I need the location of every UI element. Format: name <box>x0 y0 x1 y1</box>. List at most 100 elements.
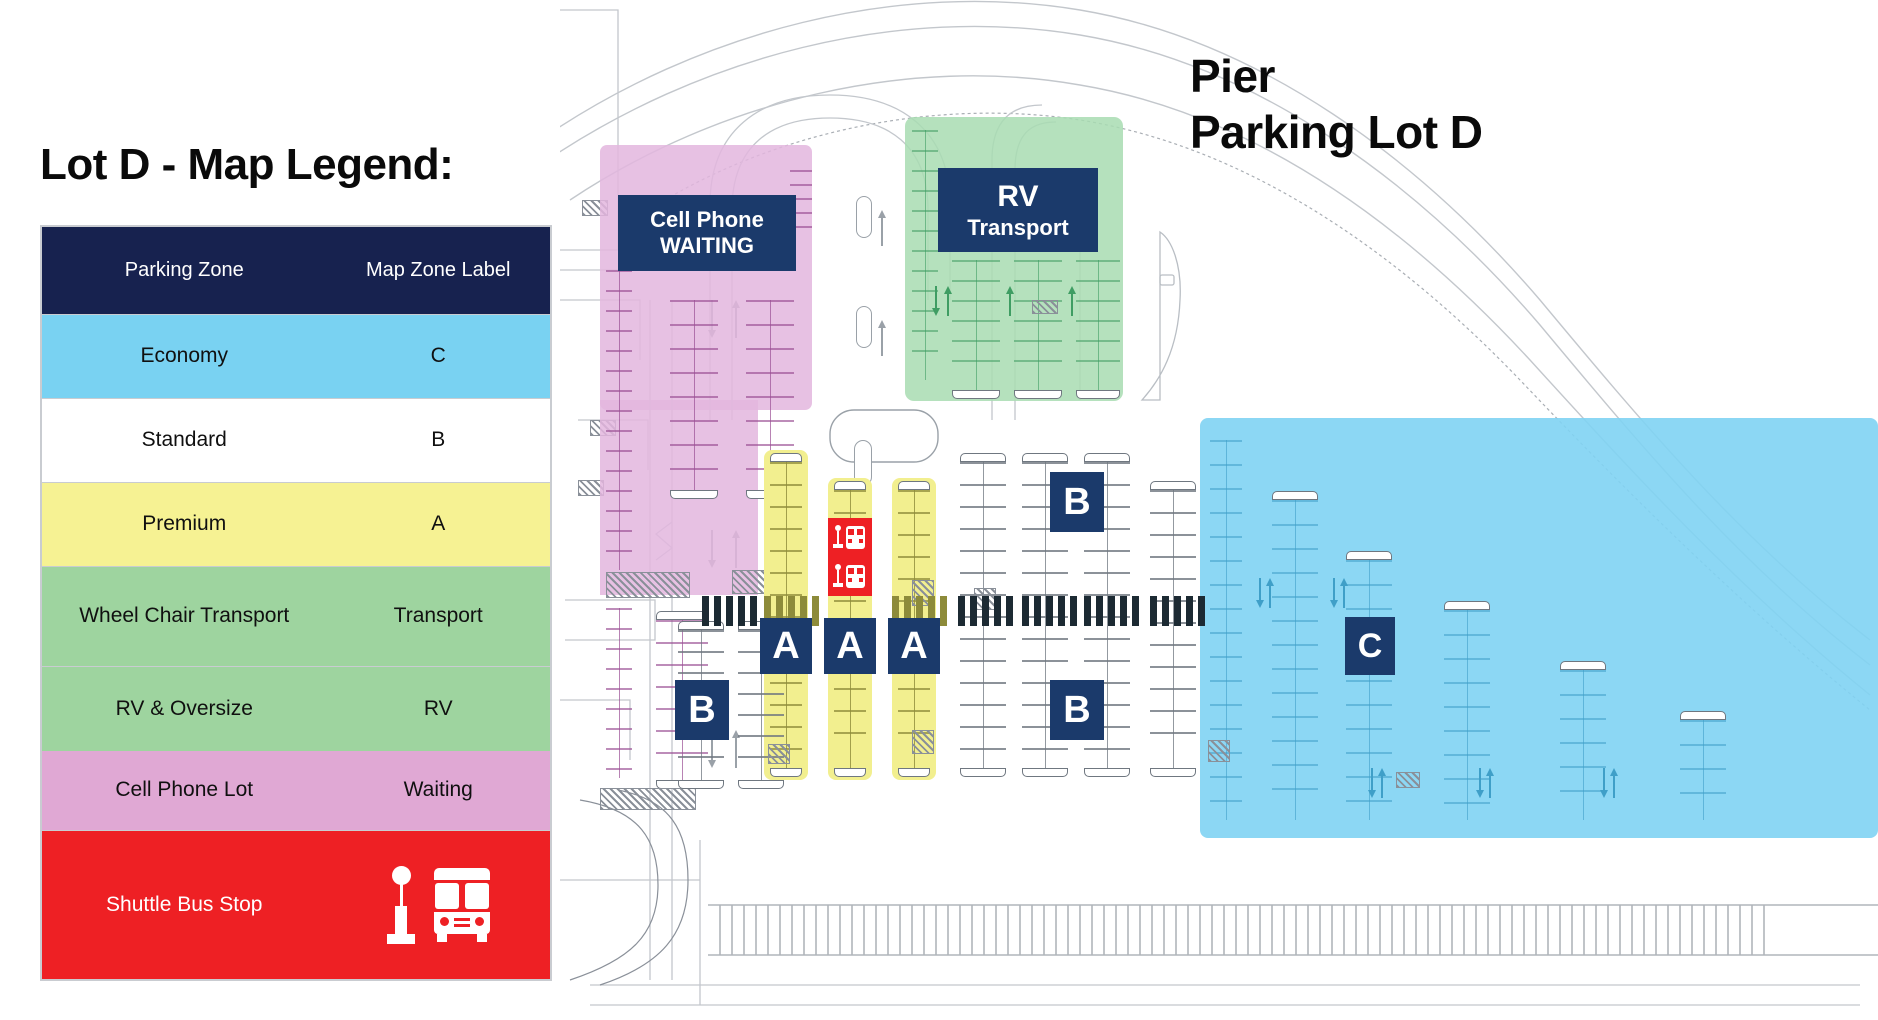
legend-row-economy[interactable]: Economy C <box>42 315 550 399</box>
direction-arrow-down <box>1256 600 1264 608</box>
legend-row-cellphone[interactable]: Cell Phone Lot Waiting <box>42 751 550 831</box>
bus-front-icon <box>846 525 865 549</box>
legend-zone-shuttle: Shuttle Bus Stop <box>106 892 263 916</box>
legend-zone-cellphone: Cell Phone Lot <box>115 778 254 802</box>
parking-row <box>606 608 632 778</box>
legend-zone-rv: RV & Oversize <box>115 696 253 720</box>
legend-row-premium[interactable]: Premium A <box>42 483 550 567</box>
legend-row-shuttle[interactable]: Shuttle Bus Stop <box>42 831 550 979</box>
bus-front-icon <box>846 564 865 588</box>
bus-stop-sign-icon <box>384 866 418 944</box>
map-label-cell-phone-waiting: Cell Phone WAITING <box>618 195 796 271</box>
rv-line2: Transport <box>967 214 1069 240</box>
parking-row <box>1014 260 1062 399</box>
direction-arrow-up <box>1486 768 1494 776</box>
median-island <box>856 306 872 348</box>
parking-row <box>1272 491 1318 820</box>
zone-marker-b-upper[interactable]: B <box>1050 472 1104 532</box>
direction-arrow-stem <box>1489 776 1491 798</box>
direction-arrow-down <box>932 308 940 316</box>
map-panel: Cell Phone WAITING RV Transport B B B A … <box>560 0 1878 1020</box>
direction-arrow-down <box>708 760 716 768</box>
legend-header-zone: Parking Zone <box>124 259 244 281</box>
zone-marker-a-1[interactable]: A <box>760 618 812 674</box>
crosswalk <box>702 596 757 626</box>
hatched-pad <box>606 572 690 598</box>
direction-arrow-stem <box>947 294 949 316</box>
zone-marker-b-west[interactable]: B <box>675 680 729 740</box>
legend-label-cellphone: Waiting <box>403 778 473 802</box>
direction-arrow-up <box>878 210 886 218</box>
zone-cell-phone-lot[interactable] <box>600 145 812 410</box>
zone-marker-a-3[interactable]: A <box>888 618 940 674</box>
crosswalk <box>1150 596 1205 626</box>
bus-stop-sign-icon <box>833 562 867 592</box>
parking-row <box>606 270 632 570</box>
parking-row <box>1076 260 1120 399</box>
parking-row <box>790 170 812 240</box>
zone-marker-a-2[interactable]: A <box>824 618 876 674</box>
parking-row <box>1444 601 1490 820</box>
parking-row <box>912 130 938 380</box>
direction-arrow-stem <box>1269 586 1271 608</box>
legend-label-wheelchair: Transport <box>393 604 483 628</box>
legend-zone-economy: Economy <box>140 344 228 368</box>
legend-zone-premium: Premium <box>142 512 227 536</box>
legend-row-standard[interactable]: Standard B <box>42 399 550 483</box>
zone-economy-c[interactable] <box>1200 418 1878 838</box>
direction-arrow-down <box>1476 790 1484 798</box>
direction-arrow-stem <box>881 218 883 246</box>
cell-phone-line2: WAITING <box>659 233 755 258</box>
parking-row <box>1022 453 1068 777</box>
crosswalk <box>764 596 819 626</box>
direction-arrow-stem <box>1333 578 1335 600</box>
bus-front-icon <box>432 868 492 942</box>
parking-row <box>1680 711 1726 820</box>
parking-row <box>952 260 1000 399</box>
rv-line1: RV <box>997 179 1039 213</box>
direction-arrow-stem <box>1009 294 1011 316</box>
legend-header-label: Map Zone Label <box>365 259 511 281</box>
map-label-rv-transport: RV Transport <box>938 168 1098 252</box>
legend-zone-wheelchair: Wheel Chair Transport <box>79 604 290 628</box>
legend-label-standard: B <box>431 428 446 452</box>
direction-arrow-up <box>1068 286 1076 294</box>
direction-arrow-stem <box>1071 294 1073 316</box>
parking-row <box>1084 453 1130 777</box>
direction-arrow-up <box>944 286 952 294</box>
direction-arrow-down <box>1600 790 1608 798</box>
map-title-line2: Parking Lot D <box>1190 106 1483 159</box>
zone-marker-c[interactable]: C <box>1345 617 1395 675</box>
hatched-pad <box>1032 300 1058 314</box>
bus-stop-sign-icon <box>833 523 867 553</box>
cell-phone-line1: Cell Phone <box>650 207 764 233</box>
crosswalk <box>1022 596 1077 626</box>
direction-arrow-stem <box>1371 768 1373 790</box>
legend-label-rv: RV <box>423 696 453 720</box>
direction-arrow-stem <box>1479 768 1481 790</box>
legend-row-rv[interactable]: RV & Oversize RV <box>42 667 550 751</box>
direction-arrow-up <box>1610 768 1618 776</box>
legend-label-premium: A <box>431 512 446 536</box>
legend-zone-standard: Standard <box>141 428 227 452</box>
crosswalk <box>892 596 947 626</box>
direction-arrow-up <box>732 730 740 738</box>
direction-arrow-up <box>1266 578 1274 586</box>
legend-row-wheelchair[interactable]: Wheel Chair Transport Transport <box>42 567 550 667</box>
direction-arrow-stem <box>1381 776 1383 798</box>
direction-arrow-down <box>1368 790 1376 798</box>
median-island <box>856 196 872 238</box>
direction-arrow-stem <box>1603 768 1605 790</box>
direction-arrow-stem <box>711 730 713 760</box>
direction-arrow-stem <box>1343 586 1345 608</box>
parking-row <box>1150 481 1196 777</box>
zone-marker-b-lower[interactable]: B <box>1050 680 1104 740</box>
crosswalk <box>958 596 1013 626</box>
direction-arrow-up <box>878 320 886 328</box>
hatched-pad <box>600 788 696 810</box>
shuttle-bus-stop-marker[interactable] <box>828 518 872 596</box>
direction-arrow-stem <box>1259 578 1261 600</box>
legend-title: Lot D - Map Legend: <box>40 140 454 189</box>
zone-rv-transport[interactable] <box>905 117 1123 401</box>
